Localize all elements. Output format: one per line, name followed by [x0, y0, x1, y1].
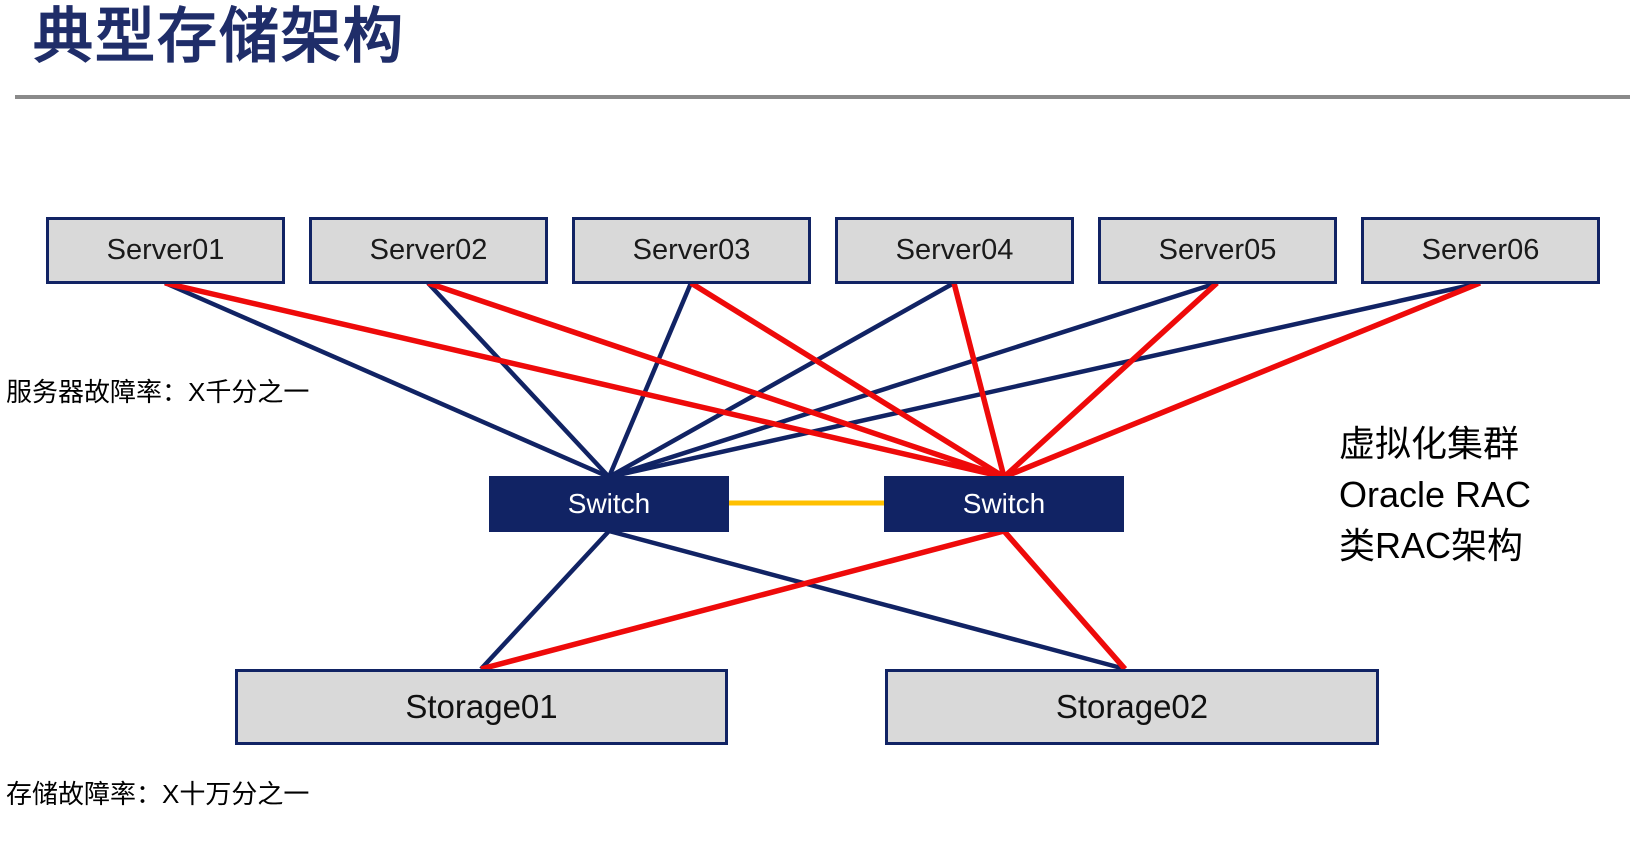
- cluster-note-line-2: Oracle RAC: [1339, 474, 1532, 515]
- server06-node: Server06: [1361, 217, 1600, 284]
- link-server3-switch1: [606, 282, 694, 478]
- link-server4-switch2: [951, 282, 1007, 478]
- cluster-type-note: 虚拟化集群 Oracle RAC 类RAC架构: [1339, 418, 1531, 571]
- server-failure-rate-note: 服务器故障率：X千分之一: [6, 377, 310, 407]
- link-switch2-storage2: [1001, 529, 1128, 671]
- link-server2-switch2: [427, 280, 1005, 480]
- link-server6-switch1: [608, 280, 1481, 480]
- switch2-node: Switch: [884, 476, 1124, 532]
- switch1-node: Switch: [489, 476, 729, 532]
- link-switch1-storage2: [608, 528, 1126, 672]
- server02-node: Server02: [309, 217, 548, 284]
- server04-node: Server04: [835, 217, 1074, 284]
- server05-node: Server05: [1098, 217, 1337, 284]
- title-divider: [15, 95, 1630, 99]
- link-server5-switch1: [608, 280, 1218, 480]
- slide-title: 典型存储架构: [33, 3, 405, 70]
- link-switch2-storage1: [480, 528, 1005, 672]
- cluster-note-line-1: 虚拟化集群: [1339, 423, 1520, 464]
- server01-node: Server01: [46, 217, 285, 284]
- server03-node: Server03: [572, 217, 811, 284]
- storage02-node: Storage02: [885, 669, 1379, 745]
- storage01-node: Storage01: [235, 669, 728, 745]
- link-server4-switch1: [607, 281, 956, 479]
- storage-failure-rate-note: 存储故障率：X十万分之一: [6, 779, 310, 809]
- link-server2-switch1: [426, 281, 611, 479]
- link-server1-switch1: [164, 280, 610, 480]
- link-server6-switch2: [1002, 280, 1482, 480]
- link-server5-switch2: [1002, 280, 1219, 480]
- cluster-note-line-3: 类RAC架构: [1339, 525, 1524, 566]
- link-server3-switch2: [689, 280, 1006, 480]
- link-server1-switch2: [164, 280, 1005, 480]
- link-switch1-storage1: [479, 529, 611, 671]
